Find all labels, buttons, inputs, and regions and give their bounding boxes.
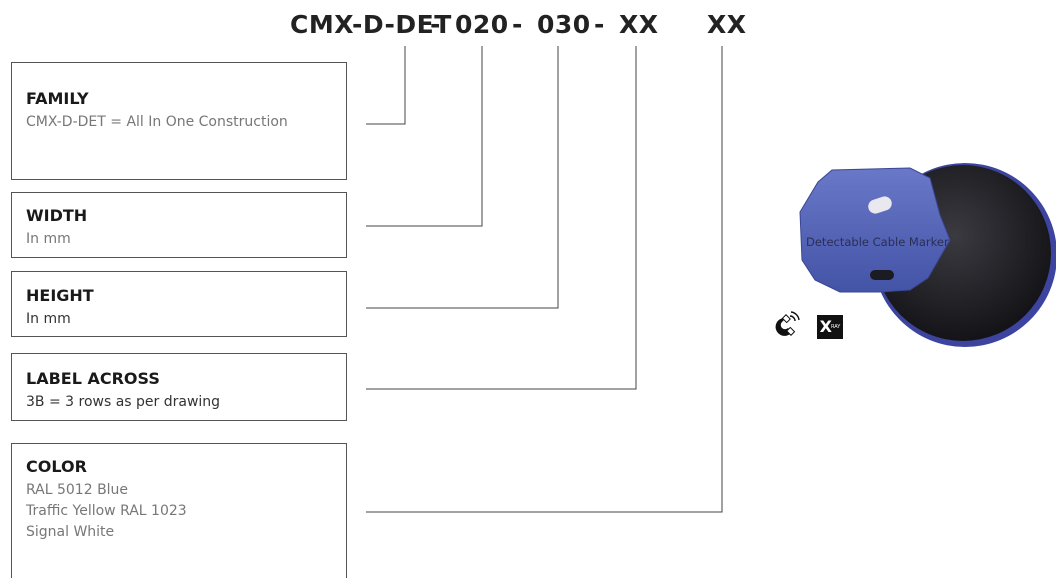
color-option-2: Traffic Yellow RAL 1023: [26, 503, 187, 519]
connector-label-across: [366, 46, 637, 390]
family-title: FAMILY: [26, 89, 89, 108]
width-title: WIDTH: [26, 206, 88, 225]
magnet-detectable-icon: [770, 310, 800, 340]
xray-small: RAY: [830, 323, 841, 330]
marker-tag: [799, 167, 951, 293]
color-title: COLOR: [26, 457, 87, 476]
code-color: XX: [707, 10, 747, 39]
code-dash-1: -: [430, 10, 441, 39]
marker-label: Detectable Cable Marker: [806, 235, 949, 249]
code-width: 020: [455, 10, 509, 39]
xray-letter: X: [819, 317, 832, 336]
color-option-3: Signal White: [26, 524, 115, 540]
height-box: HEIGHT In mm: [11, 271, 347, 337]
code-family: CMX-D-DET: [290, 10, 452, 39]
xray-detectable-icon: X RAY: [817, 315, 843, 339]
width-desc: In mm: [26, 231, 71, 247]
connector-color: [366, 46, 723, 513]
height-title: HEIGHT: [26, 286, 94, 305]
code-dash-3: -: [594, 10, 605, 39]
family-box: FAMILY CMX-D-DET = All In One Constructi…: [11, 62, 347, 180]
code-dash-2: -: [512, 10, 523, 39]
connector-family: [366, 46, 406, 125]
code-label-across: XX: [619, 10, 659, 39]
connector-height: [366, 46, 559, 309]
product-image: Detectable Cable Marker: [760, 160, 1056, 400]
code-height: 030: [537, 10, 591, 39]
connector-width: [366, 46, 483, 227]
label-across-box: LABEL ACROSS 3B = 3 rows as per drawing: [11, 353, 347, 421]
height-desc: In mm: [26, 311, 71, 327]
label-across-title: LABEL ACROSS: [26, 369, 160, 388]
width-box: WIDTH In mm: [11, 192, 347, 258]
label-across-desc: 3B = 3 rows as per drawing: [26, 394, 221, 410]
family-desc: CMX-D-DET = All In One Construction: [26, 114, 288, 130]
color-option-1: RAL 5012 Blue: [26, 482, 129, 498]
color-box: COLOR RAL 5012 Blue Traffic Yellow RAL 1…: [11, 443, 347, 578]
